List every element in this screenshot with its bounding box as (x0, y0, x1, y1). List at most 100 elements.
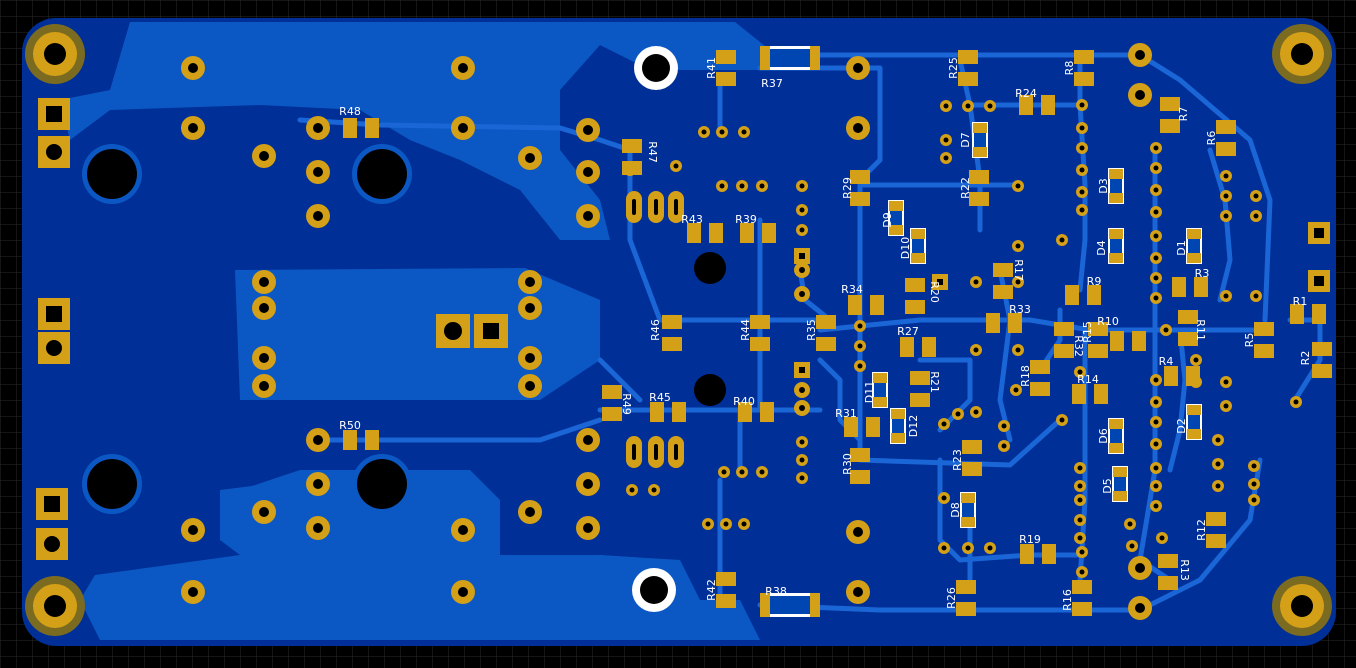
label-r1: R1 (1293, 295, 1308, 308)
resistor-r26 (956, 580, 976, 616)
resistor-r2 (1312, 342, 1332, 378)
label-d4: D4 (1095, 240, 1108, 255)
diode-d12 (890, 408, 906, 444)
label-r38: R38 (765, 585, 787, 598)
diode-d3 (1108, 168, 1124, 204)
through-hole-pads (181, 43, 1302, 620)
label-r29: R29 (841, 177, 854, 199)
resistor-r39 (740, 223, 776, 243)
resistor-r17 (993, 263, 1013, 299)
label-r42: R42 (705, 579, 718, 601)
label-d11: D11 (863, 381, 876, 403)
resistor-r11 (1178, 310, 1198, 346)
resistor-r30 (850, 448, 870, 484)
resistor-r1 (1290, 304, 1326, 324)
resistor-r37 (760, 46, 820, 70)
label-d3: D3 (1097, 178, 1110, 193)
label-r50: R50 (339, 419, 361, 432)
label-r19: R19 (1019, 533, 1041, 546)
label-r14: R14 (1077, 373, 1099, 386)
resistor-r20 (905, 278, 925, 314)
resistor-r6 (1216, 120, 1236, 156)
label-r5: R5 (1243, 333, 1256, 348)
resistor-r15 (1054, 322, 1074, 358)
resistor-r25 (958, 50, 978, 86)
smd-components (343, 46, 1332, 617)
label-r24: R24 (1015, 87, 1037, 100)
resistor-r48 (343, 118, 379, 138)
label-r23: R23 (951, 449, 964, 471)
label-r37: R37 (761, 77, 783, 90)
label-r34: R34 (841, 283, 863, 296)
copper-pours (60, 22, 770, 640)
label-r33: R33 (1009, 303, 1031, 316)
label-d8: D8 (949, 502, 962, 517)
resistor-r47 (622, 139, 642, 175)
resistor-r4 (1164, 366, 1200, 386)
diode-d7 (972, 122, 988, 158)
resistor-r32 (1088, 322, 1108, 358)
label-r6: R6 (1205, 131, 1218, 146)
resistor-r33 (986, 313, 1022, 333)
diode-d11 (872, 372, 888, 408)
label-r32: R32 (1072, 335, 1085, 357)
label-r31: R31 (835, 407, 857, 420)
resistor-r45 (650, 402, 686, 422)
resistor-r27 (900, 337, 936, 357)
diode-d5 (1112, 466, 1128, 502)
label-r30: R30 (841, 453, 854, 475)
pour-top-left (60, 22, 770, 240)
label-r27: R27 (897, 325, 919, 338)
resistor-r43 (687, 223, 723, 243)
label-r25: R25 (947, 57, 960, 79)
resistor-r9 (1065, 285, 1101, 305)
label-d7: D7 (959, 132, 972, 147)
label-d6: D6 (1097, 428, 1110, 443)
label-r40: R40 (733, 395, 755, 408)
resistor-r7 (1160, 97, 1180, 133)
label-r49: R49 (620, 393, 633, 415)
resistor-r35 (816, 315, 836, 351)
resistor-r29 (850, 170, 870, 206)
label-r7: R7 (1177, 107, 1190, 122)
label-r35: R35 (805, 319, 818, 341)
resistor-r34 (848, 295, 884, 315)
resistor-r46 (662, 315, 682, 351)
resistor-r21 (910, 371, 930, 407)
label-d10: D10 (899, 237, 912, 259)
clearance-holes (82, 46, 726, 612)
resistor-r22 (969, 170, 989, 206)
mounting-holes (25, 24, 1332, 636)
label-r20: R20 (928, 281, 941, 303)
label-r10: R10 (1097, 315, 1119, 328)
resistor-r3 (1172, 277, 1208, 297)
pour-middle (235, 268, 600, 400)
label-r16: R16 (1061, 589, 1074, 611)
resistor-r8 (1074, 50, 1094, 86)
label-r46: R46 (649, 319, 662, 341)
diode-d9 (888, 200, 904, 236)
label-r26: R26 (945, 587, 958, 609)
diode-d8 (960, 492, 976, 528)
label-r13: R13 (1178, 559, 1191, 581)
resistor-r23 (962, 440, 982, 476)
resistor-r12 (1206, 512, 1226, 548)
diode-d10 (910, 228, 926, 264)
label-d1: D1 (1175, 240, 1188, 255)
pour-bottom-left-2 (220, 480, 330, 555)
label-r8: R8 (1063, 61, 1076, 76)
label-r11: R11 (1194, 319, 1207, 341)
resistor-r5 (1254, 322, 1274, 358)
label-r44: R44 (739, 319, 752, 341)
label-r18: R18 (1019, 365, 1032, 387)
resistor-r14 (1072, 384, 1108, 404)
label-d5: D5 (1101, 478, 1114, 493)
label-r45: R45 (649, 391, 671, 404)
label-r15: R15 (1081, 321, 1094, 343)
resistor-r41 (716, 50, 736, 86)
resistor-r24 (1019, 95, 1055, 115)
resistor-r49 (602, 385, 622, 421)
label-d9: D9 (881, 212, 894, 227)
diode-d4 (1108, 228, 1124, 264)
